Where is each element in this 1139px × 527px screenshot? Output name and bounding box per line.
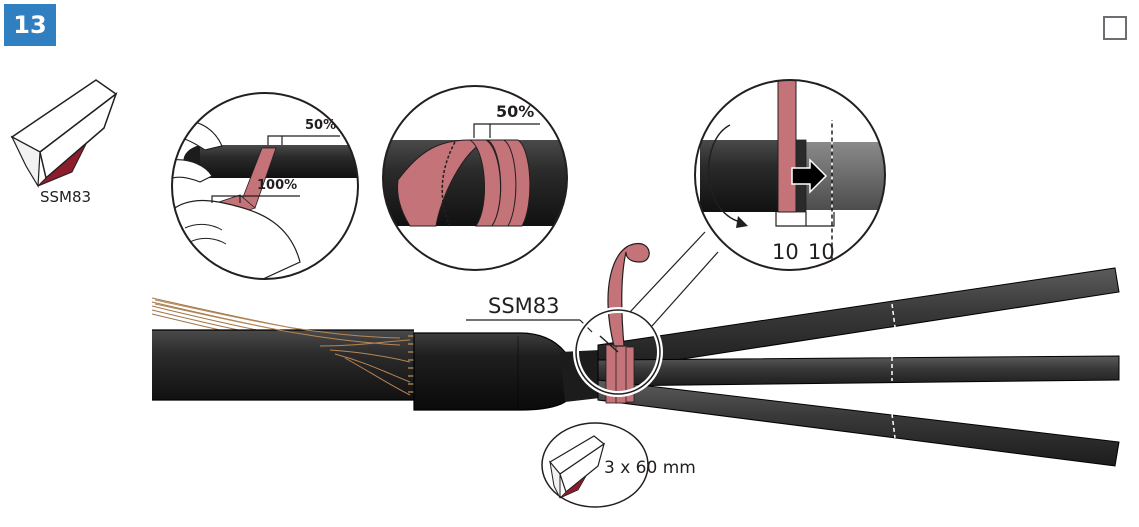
- tape-strip-icon: [549, 435, 606, 499]
- detail-circle-middle: [382, 85, 568, 271]
- strip-size-label: 3 x 60 mm: [604, 458, 696, 478]
- tape-on-cores: [605, 344, 635, 404]
- tape-product-code: SSM83: [40, 188, 92, 206]
- tape-roll-icon: [10, 79, 118, 188]
- detail-circle-left: [171, 92, 359, 280]
- tape-strip-loop: [607, 243, 650, 347]
- detail-circle-right: [694, 79, 886, 271]
- right-dimension-second: 10: [808, 240, 835, 264]
- cable-label: SSM83: [488, 294, 560, 318]
- step-number-badge: 13: [4, 4, 56, 46]
- left-overlap-top-label: 50%: [305, 118, 337, 133]
- right-dimension-first: 10: [772, 240, 799, 264]
- cable-cores: [597, 267, 1120, 467]
- tape-strip-callout: [541, 422, 649, 508]
- middle-overlap-label: 50%: [496, 102, 535, 121]
- left-overlap-bottom-label: 100%: [257, 178, 298, 193]
- step-complete-checkbox[interactable]: [1103, 16, 1127, 40]
- main-cable: [151, 243, 1120, 467]
